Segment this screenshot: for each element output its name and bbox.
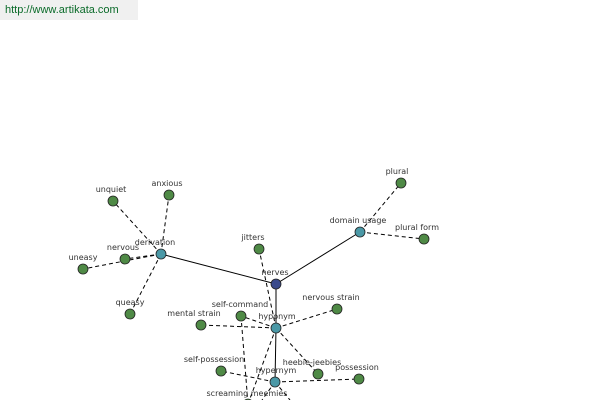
label-plural[interactable]: plural	[386, 167, 409, 176]
edge-self-command-screaming-meemies	[240, 315, 249, 400]
node-self-command[interactable]	[235, 310, 247, 322]
edge-derivation-uneasy	[82, 253, 162, 270]
edge-hyponym-heebie-jeebies	[275, 327, 319, 375]
label-nervous-strain[interactable]: nervous strain	[302, 293, 359, 302]
node-plural-form[interactable]	[418, 233, 430, 245]
label-heebie-jeebies[interactable]: heebie-jeebies	[283, 358, 341, 367]
node-mental-strain[interactable]	[195, 319, 207, 331]
node-self-possession[interactable]	[215, 365, 227, 377]
site-url[interactable]: http://www.artikata.com	[0, 0, 138, 20]
node-nerves[interactable]	[270, 278, 282, 290]
label-nervous[interactable]: nervous	[107, 243, 139, 252]
node-layer	[77, 177, 430, 400]
node-unquiet[interactable]	[107, 195, 119, 207]
label-domain-usage[interactable]: domain usage	[330, 216, 387, 225]
node-plural[interactable]	[395, 177, 407, 189]
label-screaming-meemies[interactable]: screaming meemies	[207, 389, 288, 398]
node-hyponym[interactable]	[270, 322, 282, 334]
edge-domain-usage-plural	[359, 182, 402, 233]
edge-derivation-queasy	[129, 253, 162, 315]
edge-derivation-unquiet	[112, 200, 162, 255]
edge-hyponym-self-command	[240, 315, 277, 329]
label-hypernym[interactable]: hypernym	[256, 366, 297, 375]
label-uneasy[interactable]: uneasy	[69, 253, 98, 262]
label-jitters[interactable]: jitters	[240, 233, 264, 242]
node-domain-usage[interactable]	[354, 226, 366, 238]
node-hypernym[interactable]	[269, 376, 281, 388]
edge-nerves-domain-usage	[275, 231, 361, 285]
edge-domain-usage-plural-form	[359, 231, 425, 240]
label-hyponym[interactable]: hyponym	[258, 312, 296, 321]
edge-nerves-derivation	[160, 253, 277, 285]
edge-hyponym-mental-strain	[200, 324, 277, 329]
edge-hypernym-self-possession	[220, 370, 276, 383]
node-queasy[interactable]	[124, 308, 136, 320]
node-anxious[interactable]	[163, 189, 175, 201]
node-possession[interactable]	[353, 373, 365, 385]
edge-derivation-nervous	[124, 253, 162, 260]
label-mental-strain[interactable]: mental strain	[167, 309, 220, 318]
node-heebie-jeebies[interactable]	[312, 368, 324, 380]
label-possession[interactable]: possession	[335, 363, 379, 372]
label-nerves[interactable]: nerves	[261, 268, 288, 277]
label-self-command[interactable]: self-command	[212, 300, 269, 309]
node-uneasy[interactable]	[77, 263, 89, 275]
edge-hyponym-hypernym	[274, 327, 277, 383]
edge-derivation-anxious	[160, 194, 170, 255]
label-self-possession[interactable]: self-possession	[184, 355, 244, 364]
edge-hypernym-possession	[274, 378, 360, 383]
node-nervous[interactable]	[119, 253, 131, 265]
label-layer: unquiet anxious nervous uneasy queasy plural p…	[69, 167, 440, 398]
label-unquiet[interactable]: unquiet	[96, 185, 127, 194]
label-queasy[interactable]: queasy	[116, 298, 145, 307]
node-derivation[interactable]	[155, 248, 167, 260]
label-anxious[interactable]: anxious	[151, 179, 182, 188]
label-plural-form[interactable]: plural form	[395, 223, 439, 232]
label-derivation[interactable]: derivation	[135, 238, 175, 247]
node-nervous-strain[interactable]	[331, 303, 343, 315]
node-jitters[interactable]	[253, 243, 265, 255]
edge-hyponym-nervous-strain	[275, 308, 338, 329]
